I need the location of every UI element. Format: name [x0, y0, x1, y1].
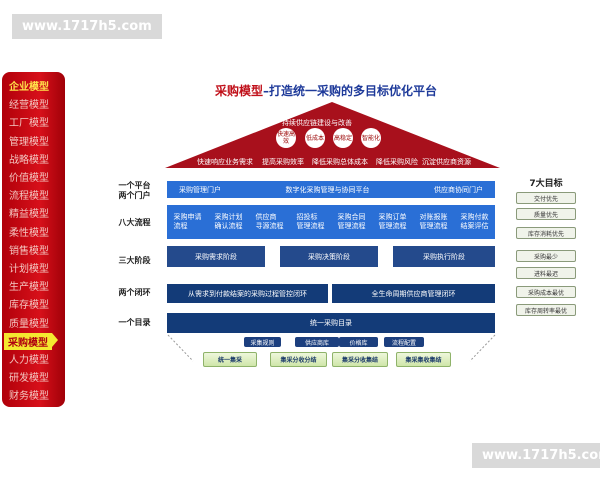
goal-item: 库存周转率最优 [516, 304, 576, 316]
sidebar-item[interactable]: 企业模型 [9, 82, 49, 93]
sidebar-item[interactable]: 价值模型 [9, 173, 49, 184]
sidebar-item[interactable]: 采购模型 [4, 332, 58, 350]
sidebar-item[interactable]: 人力模型 [9, 355, 49, 366]
sidebar-item[interactable]: 工厂模型 [9, 118, 49, 130]
process-item: 招投标管理流程 [296, 213, 325, 230]
title-blue: –打造统一采购的多目标优化平台 [263, 84, 438, 98]
catalog-sub: 供应商库 [295, 337, 339, 347]
goal-circle: 低成本 [305, 128, 325, 148]
sidebar-item[interactable]: 库存模型 [9, 300, 49, 312]
roof-base-goal: 沉淀供应商资源 [422, 158, 471, 166]
catalog-bar: 统一采购目录 [167, 313, 495, 333]
process-item: 采购计划确认流程 [214, 213, 243, 230]
process-item: 采购合同管理流程 [337, 213, 366, 230]
title-red: 采购模型 [215, 84, 264, 98]
roof-base-goal: 降低采购总体成本 [312, 158, 368, 166]
procurement-mode: 集采分收集结 [332, 352, 388, 367]
roof-base-goal: 降低采购风险 [376, 158, 418, 166]
sidebar-item[interactable]: 质量模型 [9, 318, 49, 330]
watermark-bottom: www.1717h5.com [472, 443, 600, 468]
platform-core: 数字化采购管理与协同平台 [285, 185, 370, 194]
catalog-sub: 流程配置 [384, 337, 424, 347]
procurement-mode: 集采分收分结 [270, 352, 327, 367]
goal-item: 交付优先 [516, 192, 576, 204]
stage-box: 采购决策阶段 [280, 246, 378, 267]
procurement-mode: 统一集采 [203, 352, 257, 367]
goal-item: 进料最迟 [516, 267, 576, 279]
stage-box: 采购需求阶段 [167, 246, 265, 267]
label-stages: 三大阶段 [118, 256, 151, 265]
label-catalog: 一个目录 [118, 318, 151, 327]
goal-circle: 快速高效 [276, 128, 296, 148]
sidebar-item[interactable]: 柔性模型 [9, 227, 49, 239]
goal-item: 采购成本最优 [516, 286, 576, 298]
sidebar-item[interactable]: 管理模型 [9, 136, 49, 148]
portal-supplier: 供应商协同门户 [434, 185, 483, 194]
procurement-mode: 集采集收集结 [396, 352, 451, 367]
sidebar-item[interactable]: 生产模型 [9, 282, 49, 294]
roof-base-goal: 提高采购效率 [262, 158, 304, 166]
process-item: 采购订单管理流程 [378, 213, 407, 230]
label-loops: 两个闭环 [118, 288, 151, 297]
loop-supplier: 全生命周期供应商管理闭环 [332, 284, 495, 303]
processes-bar: 采购申请流程采购计划确认流程供应商寻源流程招投标管理流程采购合同管理流程采购订单… [167, 205, 495, 239]
portal-purchase: 采购管理门户 [179, 185, 221, 194]
label-platform: 一个平台两个门户 [118, 181, 151, 200]
process-item: 对账报账管理流程 [419, 213, 448, 230]
stage-box: 采购执行阶段 [393, 246, 495, 267]
label-processes: 八大流程 [118, 218, 151, 227]
roof-top-text: 持续供应链建设与改善 [282, 119, 352, 127]
process-item: 采购付款结案评估 [460, 213, 489, 230]
goal-item: 库存消耗优先 [516, 227, 576, 239]
catalog-sub: 价格库 [339, 337, 378, 347]
goals-title: 7大目标 [529, 179, 563, 189]
sidebar-item[interactable]: 经营模型 [9, 100, 49, 112]
sidebar-item[interactable]: 销售模型 [9, 245, 49, 257]
catalog-sub: 采集规则 [244, 337, 281, 347]
page-title: 采购模型–打造统一采购的多目标优化平台 [215, 82, 437, 99]
watermark-top: www.1717h5.com [12, 14, 162, 39]
sidebar-item[interactable]: 研发模型 [9, 373, 49, 385]
sidebar-item[interactable]: 战略模型 [9, 154, 49, 166]
sidebar-item[interactable]: 财务模型 [9, 391, 49, 403]
process-item: 供应商寻源流程 [255, 213, 284, 230]
sidebar-item[interactable]: 计划模型 [9, 264, 49, 275]
loop-process: 从需求到付款结案的采购过程管控闭环 [167, 284, 328, 303]
sidebar-item[interactable]: 流程模型 [9, 191, 49, 203]
goal-item: 采购最少 [516, 250, 576, 262]
goal-circle: 高稳定 [333, 128, 353, 148]
process-item: 采购申请流程 [173, 213, 202, 230]
goal-item: 质量优先 [516, 208, 576, 220]
roof-base-goal: 快速响应业务需求 [197, 158, 253, 166]
goal-circle: 智能化 [361, 128, 381, 148]
platform-bar: 采购管理门户 数字化采购管理与协同平台 供应商协同门户 [167, 181, 495, 198]
sidebar-item[interactable]: 精益模型 [9, 209, 49, 221]
roof-triangle [165, 102, 500, 168]
